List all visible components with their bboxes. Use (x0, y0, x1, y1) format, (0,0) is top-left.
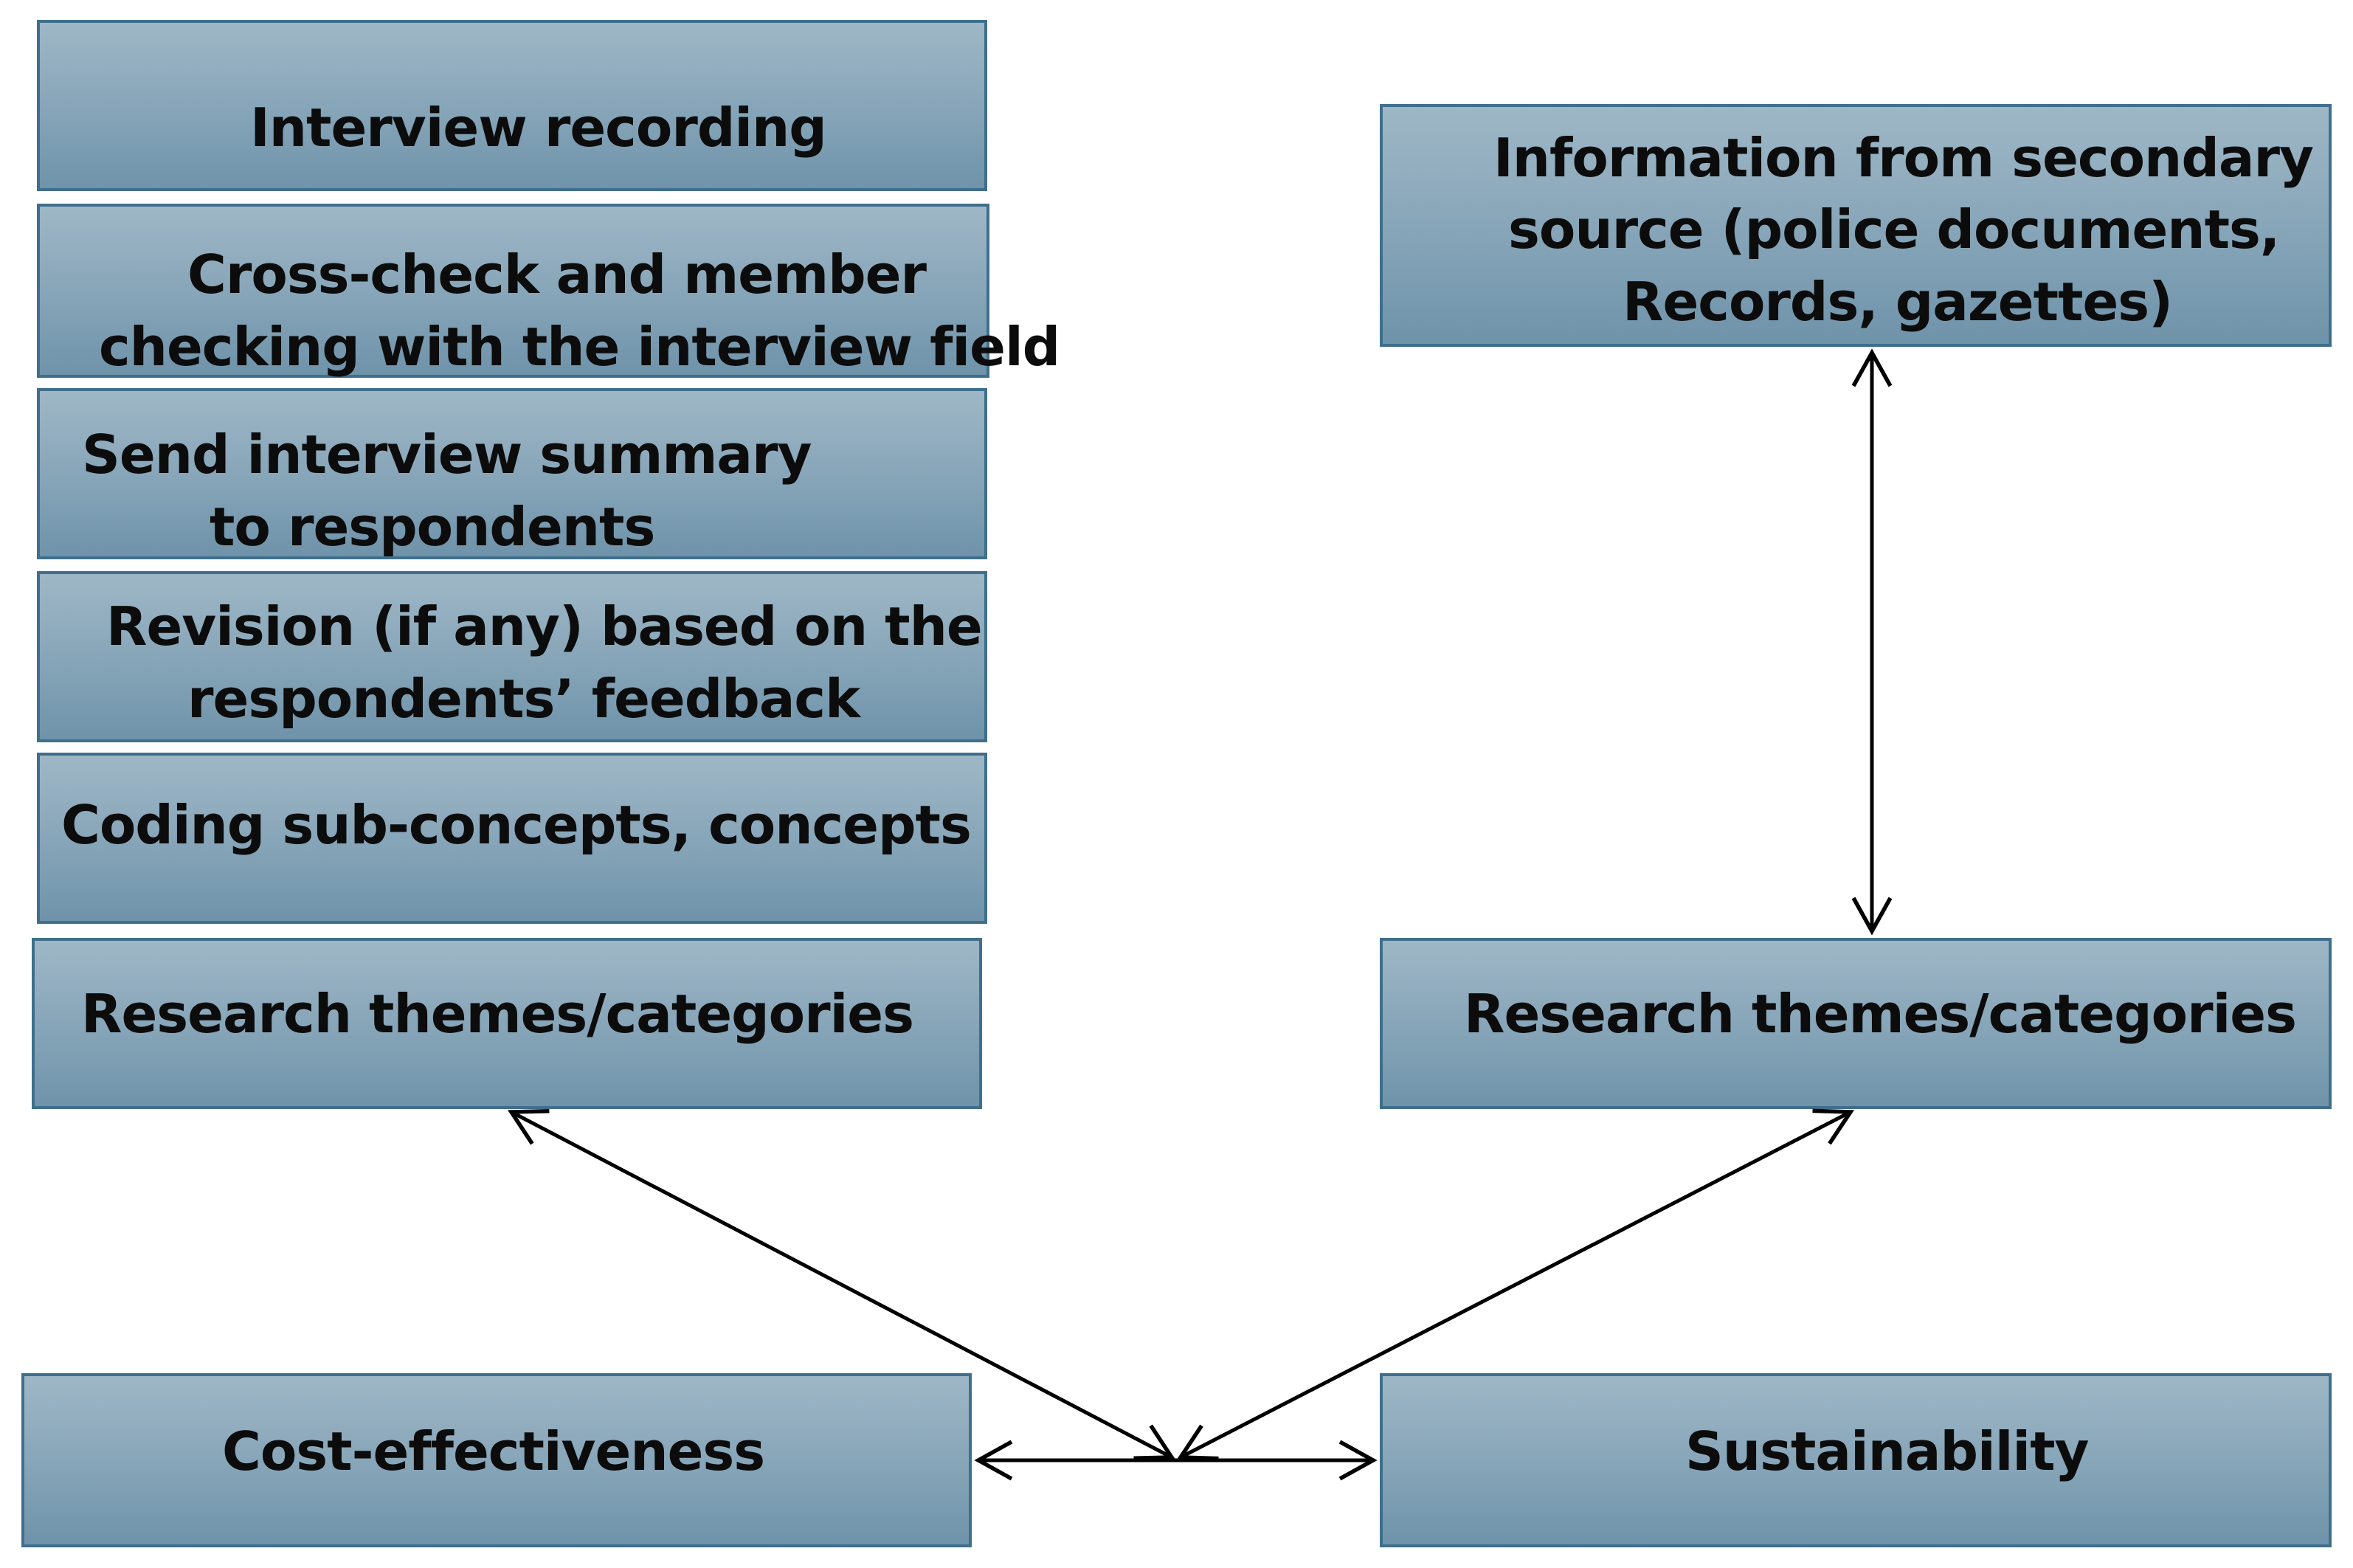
send-summary-label-line2: to respondents (210, 496, 655, 558)
secondary-source-label-line1: Information from secondary (1493, 127, 2314, 189)
right-research-themes-box: Research themes/categories (1380, 938, 2332, 1109)
cross-check-label-line1: Cross-check and member (187, 244, 927, 305)
coding-box: Coding sub-concepts, concepts (37, 753, 987, 924)
interview-recording-box: Interview recording (37, 20, 987, 191)
secondary-source-box: Information from secondary source (polic… (1380, 104, 2332, 347)
revision-label-line2: respondents’ feedback (187, 668, 860, 730)
revision-label-line1: Revision (if any) based on the (106, 595, 983, 657)
left-research-themes-box: Research themes/categories (32, 938, 982, 1109)
send-summary-label-line1: Send interview summary (82, 424, 812, 486)
left-themes-to-center-arrow (507, 1108, 1176, 1461)
secondary-source-label-line2: source (police documents, (1508, 198, 2280, 260)
left-research-themes-label: Research themes/categories (81, 983, 914, 1045)
coding-label: Coding sub-concepts, concepts (61, 794, 972, 856)
secondary-source-label-line3: Records, gazettes) (1623, 271, 2173, 333)
right-research-themes-label: Research themes/categories (1464, 983, 2297, 1045)
interview-recording-label: Interview recording (250, 97, 827, 159)
cross-check-box: Cross-check and member checking with the… (37, 204, 1060, 378)
right-themes-to-center-arrow (1176, 1108, 1855, 1461)
revision-box: Revision (if any) based on the responden… (37, 571, 987, 742)
cross-check-label-line2: checking with the interview field (99, 316, 1060, 378)
send-summary-box: Send interview summary to respondents (37, 388, 987, 559)
